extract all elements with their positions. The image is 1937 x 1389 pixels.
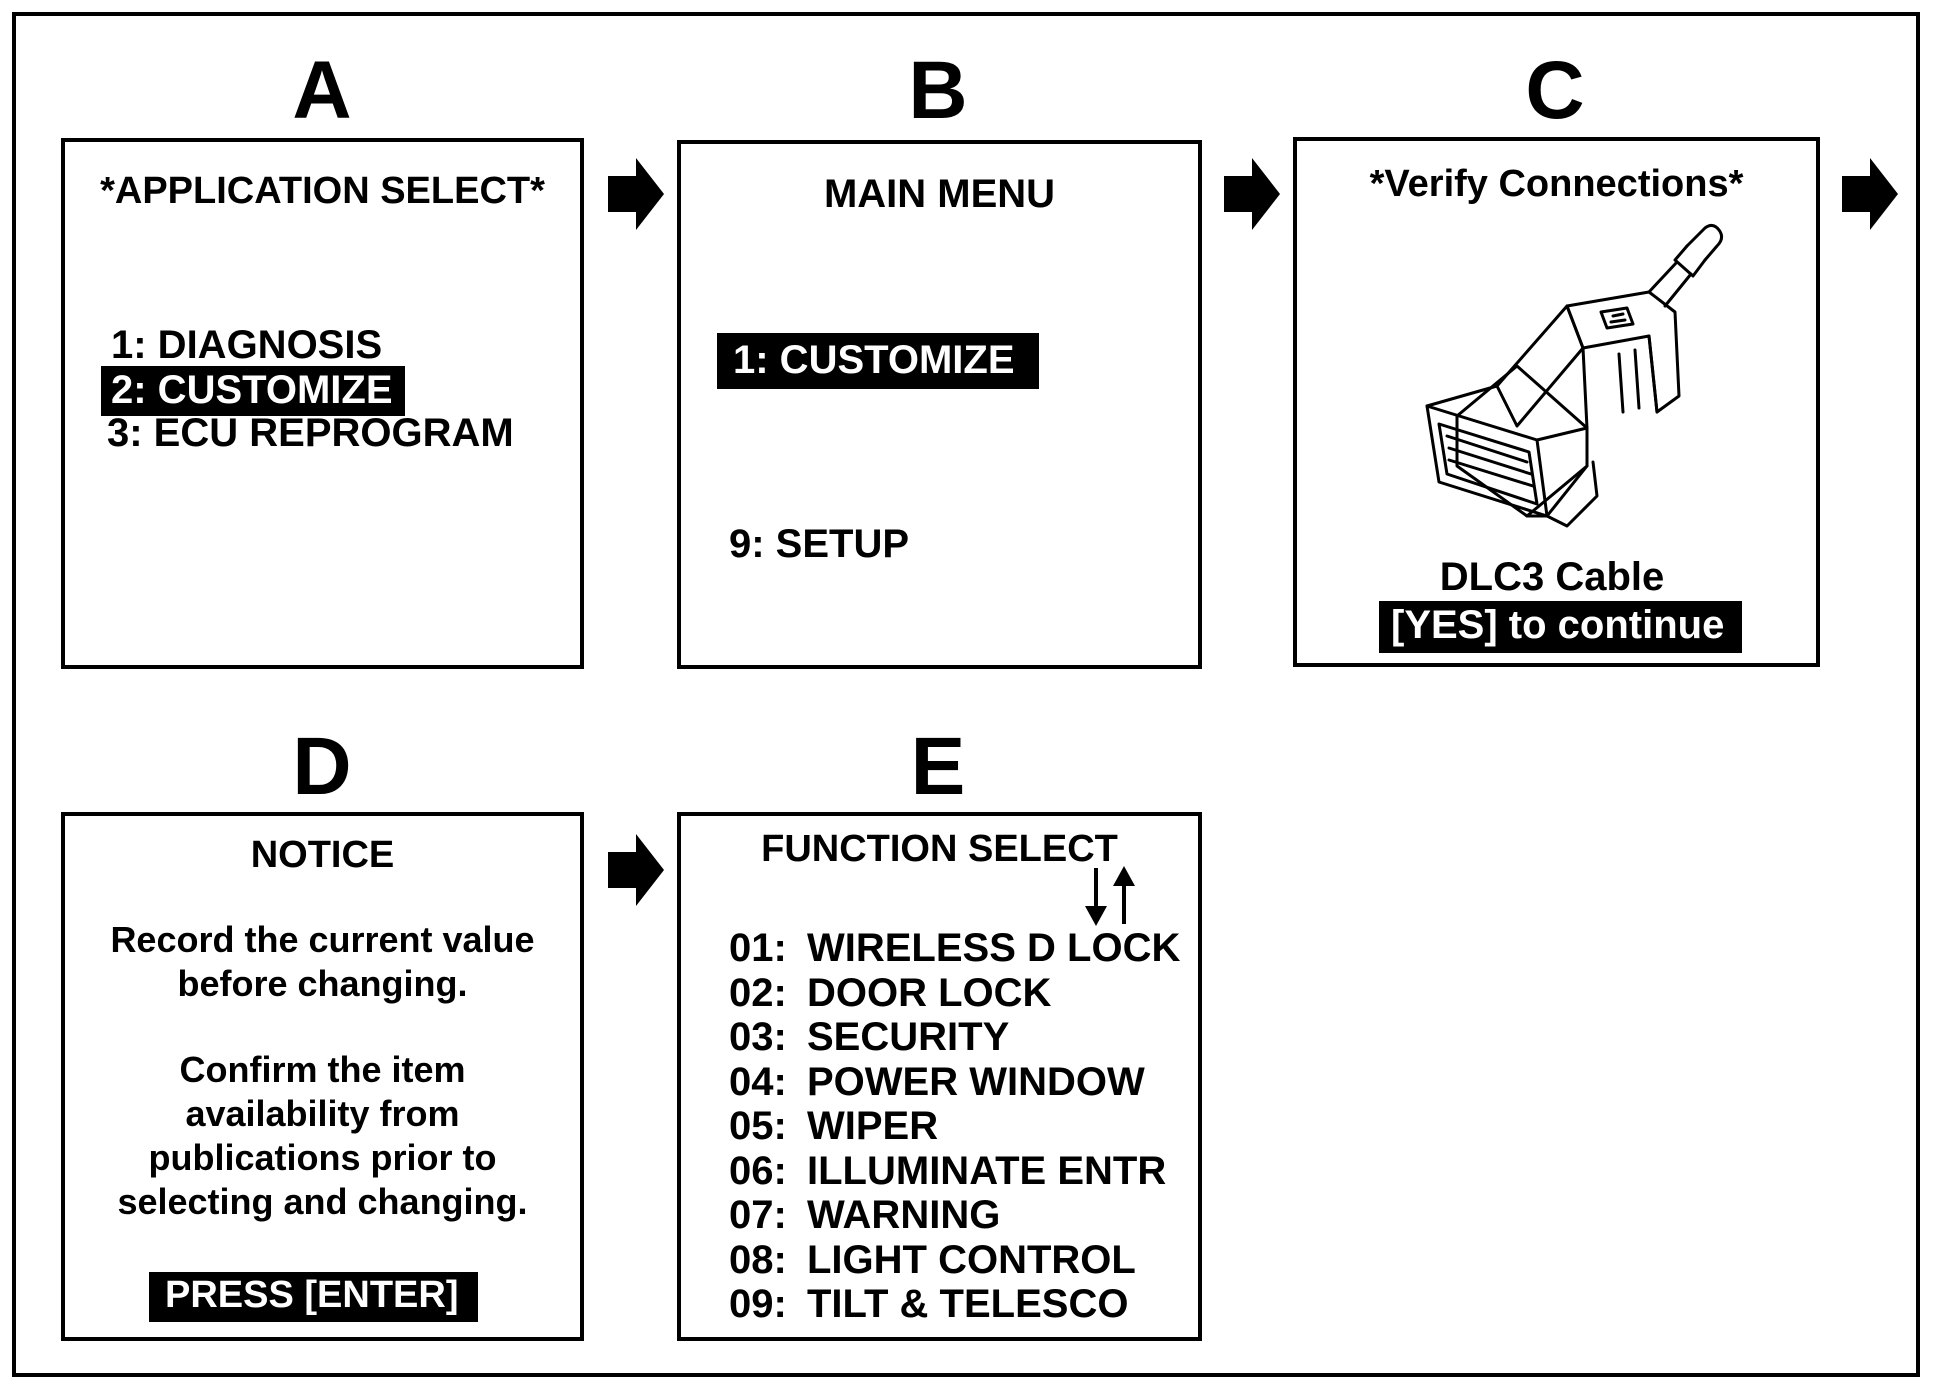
item-label: WIRELESS D LOCK: [807, 926, 1181, 970]
item-number: 08:: [729, 1237, 787, 1282]
panel-application-select: *APPLICATION SELECT* 1: DIAGNOSIS 2: CUS…: [61, 138, 584, 669]
panel-letter-b: B: [908, 45, 968, 136]
item-label: ILLUMINATE ENTR: [807, 1148, 1167, 1193]
right-arrow-icon: [1224, 158, 1280, 230]
item-number: 05:: [729, 1104, 787, 1148]
notice-line: Confirm the item: [179, 1049, 466, 1090]
item-label: POWER WINDOW: [807, 1059, 1145, 1104]
notice-message-record: Record the current value before changing…: [65, 918, 580, 1006]
panel-notice: NOTICE Record the current value before c…: [61, 812, 584, 1341]
menu-item-ecu-reprogram[interactable]: 3: ECU REPROGRAM: [107, 411, 514, 455]
notice-line: publications prior to: [148, 1137, 497, 1178]
menu-item-customize-selected[interactable]: 1: CUSTOMIZE: [717, 333, 1039, 389]
panel-letter-c: C: [1525, 45, 1585, 136]
item-number: 03:: [729, 1015, 787, 1059]
panel-title: NOTICE: [250, 834, 395, 876]
item-label: WARNING: [807, 1193, 1001, 1237]
item-number: 01:: [729, 926, 787, 970]
function-item-illuminate-entr[interactable]: 06: ILLUMINATE ENTR: [729, 1149, 1180, 1194]
right-arrow-icon: [1842, 158, 1898, 230]
function-item-warning[interactable]: 07: WARNING: [729, 1193, 1180, 1238]
notice-line: availability from: [185, 1093, 460, 1134]
item-label: LIGHT CONTROL: [807, 1237, 1136, 1282]
function-item-wiper[interactable]: 05: WIPER: [729, 1104, 1180, 1149]
function-item-security[interactable]: 03: SECURITY: [729, 1015, 1180, 1060]
function-list: 01: WIRELESS D LOCK 02: DOOR LOCK 03: SECUR…: [729, 926, 1180, 1327]
panel-title: MAIN MENU: [823, 172, 1056, 216]
menu-item-diagnosis[interactable]: 1: DIAGNOSIS: [111, 323, 383, 367]
panel-title: *APPLICATION SELECT*: [100, 170, 545, 212]
notice-line: before changing.: [177, 963, 468, 1004]
notice-line: selecting and changing.: [117, 1181, 528, 1222]
menu-item-setup[interactable]: 9: SETUP: [729, 522, 910, 566]
item-number: 09:: [729, 1282, 787, 1326]
item-number: 04:: [729, 1059, 787, 1104]
item-label: SECURITY: [807, 1015, 1010, 1059]
panel-letter-a: A: [292, 45, 352, 136]
function-item-power-window[interactable]: 04: POWER WINDOW: [729, 1060, 1180, 1105]
panel-letter-e: E: [910, 721, 966, 812]
dlc3-cable-icon: [1425, 223, 1724, 528]
arrow-down-icon[interactable]: [1083, 866, 1109, 928]
yes-to-continue-button[interactable]: [YES] to continue: [1379, 601, 1743, 653]
item-label: TILT & TELESCO: [807, 1282, 1129, 1326]
function-item-light-control[interactable]: 08: LIGHT CONTROL: [729, 1238, 1180, 1283]
panel-title: FUNCTION SELECT: [761, 828, 1118, 870]
function-item-wireless-d-lock[interactable]: 01: WIRELESS D LOCK: [729, 926, 1180, 971]
item-number: 07:: [729, 1193, 787, 1237]
arrow-up-icon[interactable]: [1111, 864, 1137, 926]
right-arrow-icon: [608, 158, 664, 230]
item-label: DOOR LOCK: [807, 970, 1052, 1015]
notice-message-confirm: Confirm the item availability from publi…: [65, 1048, 580, 1224]
panel-letter-d: D: [292, 721, 352, 812]
panel-verify-connections: *Verify Connections*: [1293, 137, 1820, 667]
cable-label: DLC3 Cable: [1439, 555, 1665, 599]
item-label: WIPER: [807, 1104, 939, 1148]
notice-line: Record the current value: [110, 919, 535, 960]
item-number: 02:: [729, 970, 787, 1015]
item-number: 06:: [729, 1148, 787, 1193]
diagram-frame: [12, 12, 1920, 1377]
press-enter-button[interactable]: PRESS [ENTER]: [149, 1272, 479, 1322]
panel-function-select: FUNCTION SELECT 01: WIRELESS D LOCK 02: DO…: [677, 812, 1202, 1341]
panel-title: *Verify Connections*: [1369, 163, 1744, 205]
right-arrow-icon: [608, 834, 664, 906]
panel-main-menu: MAIN MENU 1: CUSTOMIZE 9: SETUP: [677, 140, 1202, 669]
function-item-door-lock[interactable]: 02: DOOR LOCK: [729, 971, 1180, 1016]
function-item-tilt-telesco[interactable]: 09: TILT & TELESCO: [729, 1282, 1180, 1327]
menu-item-customize-selected[interactable]: 2: CUSTOMIZE: [101, 366, 405, 416]
